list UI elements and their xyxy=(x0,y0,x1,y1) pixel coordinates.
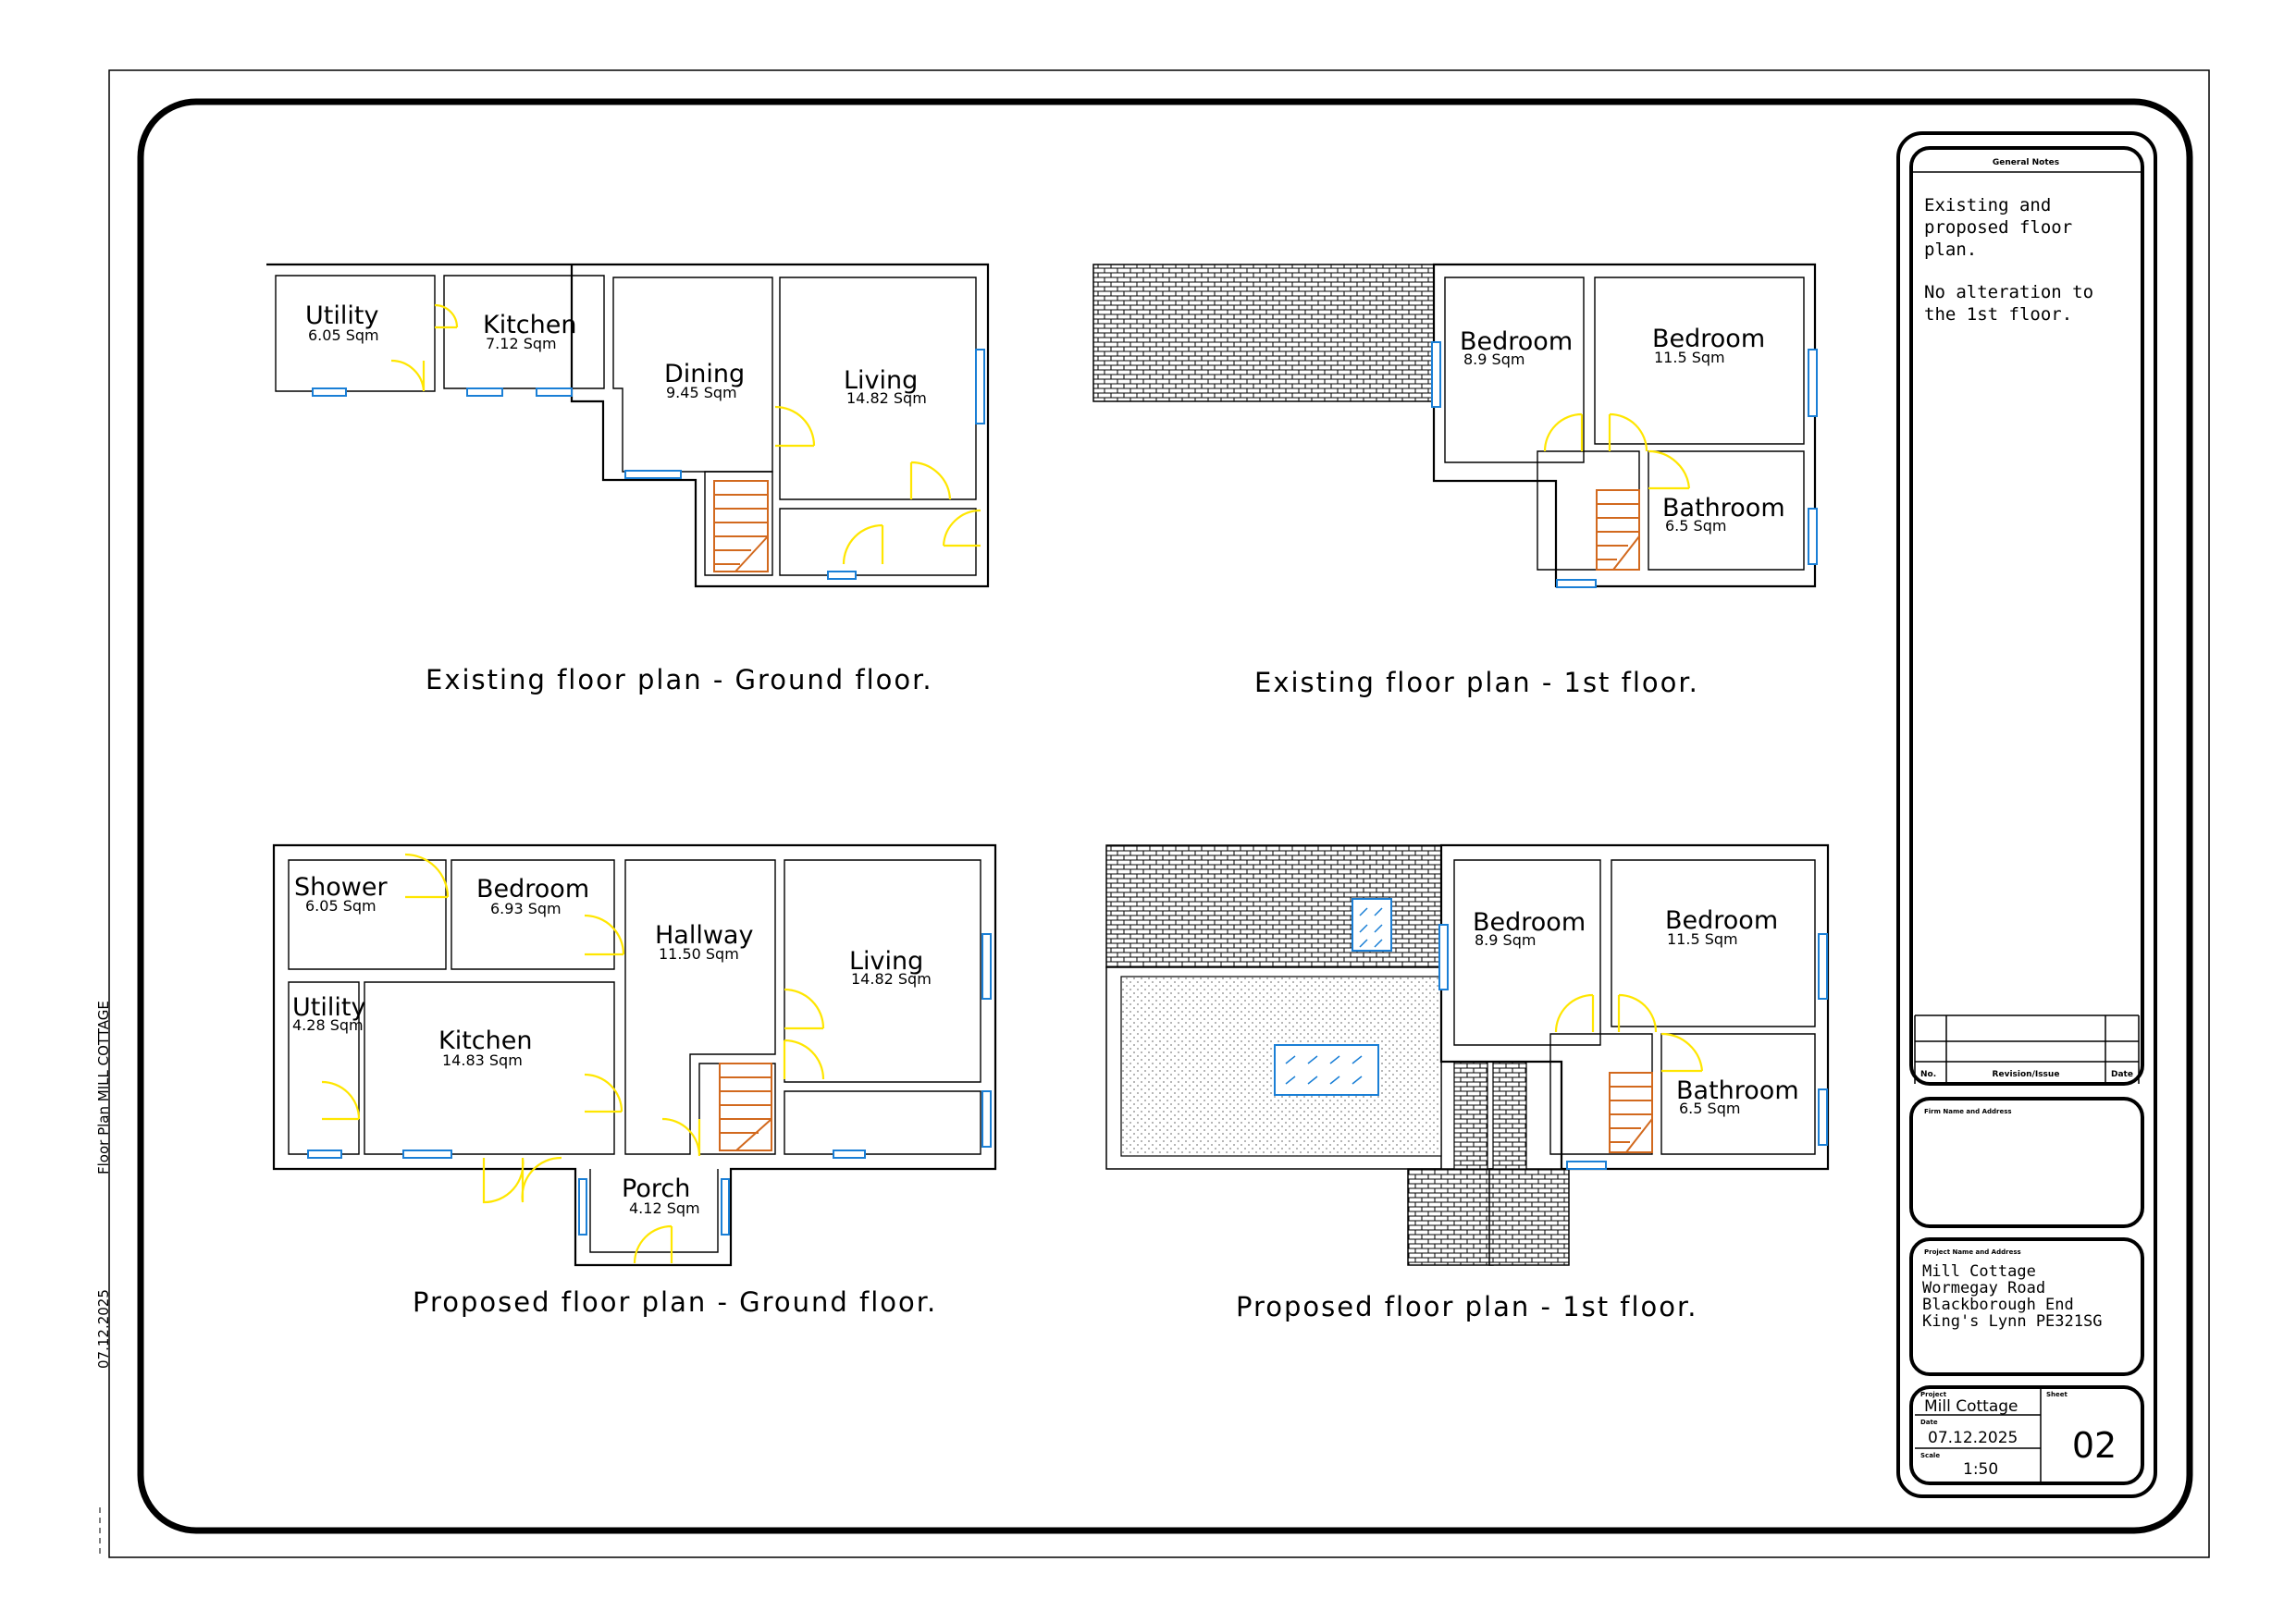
room-name: Utility xyxy=(305,301,378,330)
room-area: 8.9 Sqm xyxy=(1475,931,1536,949)
room-name: Bedroom xyxy=(476,875,589,904)
rooflight xyxy=(1274,1044,1379,1096)
room-name: Kitchen xyxy=(483,311,576,339)
project-label: Project xyxy=(1920,1391,1947,1398)
project-name: Mill Cottage xyxy=(1924,1397,2018,1416)
scale-label: Scale xyxy=(1920,1452,1940,1459)
room-area: 11.5 Sqm xyxy=(1667,930,1738,948)
room-area: 11.50 Sqm xyxy=(659,945,739,963)
room-name: Living xyxy=(849,947,923,976)
room-name: Shower xyxy=(294,873,388,902)
address-line: Mill Cottage xyxy=(1922,1262,2036,1281)
room-name: Porch xyxy=(622,1174,690,1203)
revision-issue-header: Revision/Issue xyxy=(1993,1070,2060,1079)
room-area: 4.12 Sqm xyxy=(629,1199,700,1217)
room-area: 8.9 Sqm xyxy=(1463,350,1524,368)
note-line: the 1st floor. xyxy=(1924,304,2072,325)
firm-heading: Firm Name and Address xyxy=(1924,1108,2012,1115)
room-area: 6.5 Sqm xyxy=(1665,517,1726,535)
room-name: Bathroom xyxy=(1676,1076,1799,1105)
date-label: Date xyxy=(1920,1419,1938,1426)
room-area: 6.93 Sqm xyxy=(490,900,562,917)
room-area: 4.28 Sqm xyxy=(292,1016,364,1034)
note-line: Existing and xyxy=(1924,195,2051,215)
proposed-first-floor-plan: Bedroom 8.9 Sqm Bedroom 11.5 Sqm Bathroo… xyxy=(1105,843,1830,1322)
side-drawing-label: Floor Plan MILL COTTAGE xyxy=(95,1001,112,1174)
revision-no-header: No. xyxy=(1920,1070,1936,1079)
plan-caption: Existing floor plan - Ground floor. xyxy=(426,664,933,695)
plan-caption: Proposed floor plan - 1st floor. xyxy=(1236,1291,1698,1322)
room-area: 14.82 Sqm xyxy=(851,970,932,988)
address-line: Wormegay Road xyxy=(1922,1279,2045,1297)
room-area: 6.05 Sqm xyxy=(308,326,379,344)
room-name: Bedroom xyxy=(1460,327,1573,356)
address-line: King's Lynn PE321SG xyxy=(1922,1312,2102,1331)
title-block: General Notes Existing and proposed floo… xyxy=(1896,131,2157,1498)
plan-caption: Proposed floor plan - Ground floor. xyxy=(413,1286,937,1318)
existing-ground-floor-plan: Utility 6.05 Sqm Kitchen 7.12 Sqm Dining… xyxy=(266,263,990,695)
room-name: Hallway xyxy=(655,921,753,950)
date-value: 07.12.2025 xyxy=(1928,1429,2018,1447)
general-notes-heading: General Notes xyxy=(1993,158,2059,167)
rooflight xyxy=(1352,898,1392,952)
room-area: 14.82 Sqm xyxy=(846,389,927,407)
room-name: Bedroom xyxy=(1665,906,1778,935)
room-area: 7.12 Sqm xyxy=(486,335,557,352)
inner-drawing-border xyxy=(137,98,2193,1534)
sheet-label: Sheet xyxy=(2046,1391,2068,1398)
note-line: plan. xyxy=(1924,240,1977,260)
room-area: 9.45 Sqm xyxy=(666,384,737,401)
scale-value: 1:50 xyxy=(1963,1460,1998,1479)
outer-sheet-border xyxy=(108,69,2210,1558)
room-name: Living xyxy=(844,366,918,395)
address-line: Blackborough End xyxy=(1922,1296,2074,1314)
roof-tiles xyxy=(1092,264,1435,402)
revision-date-header: Date xyxy=(2111,1070,2133,1079)
project-heading: Project Name and Address xyxy=(1924,1248,2021,1256)
existing-first-floor-plan: Bedroom 8.9 Sqm Bedroom 11.5 Sqm Bathroo… xyxy=(1092,263,1818,698)
sheet-number: 02 xyxy=(2072,1425,2117,1466)
side-date-label: 07.12.2025 xyxy=(95,1289,112,1369)
note-line: No alteration to xyxy=(1924,282,2093,302)
room-name: Bedroom xyxy=(1473,908,1586,937)
room-area: 6.5 Sqm xyxy=(1679,1100,1740,1117)
room-name: Kitchen xyxy=(438,1027,532,1055)
room-name: Bathroom xyxy=(1662,494,1785,523)
room-name: Utility xyxy=(292,993,365,1022)
proposed-ground-floor-plan: Shower 6.05 Sqm Bedroom 6.93 Sqm Hallway… xyxy=(272,843,997,1318)
room-area: 11.5 Sqm xyxy=(1654,349,1725,366)
room-name: Bedroom xyxy=(1652,325,1765,353)
room-name: Dining xyxy=(664,360,745,388)
note-line: proposed floor xyxy=(1924,217,2072,238)
room-area: 14.83 Sqm xyxy=(442,1051,523,1069)
plan-caption: Existing floor plan - 1st floor. xyxy=(1254,667,1699,698)
room-area: 6.05 Sqm xyxy=(305,897,376,915)
